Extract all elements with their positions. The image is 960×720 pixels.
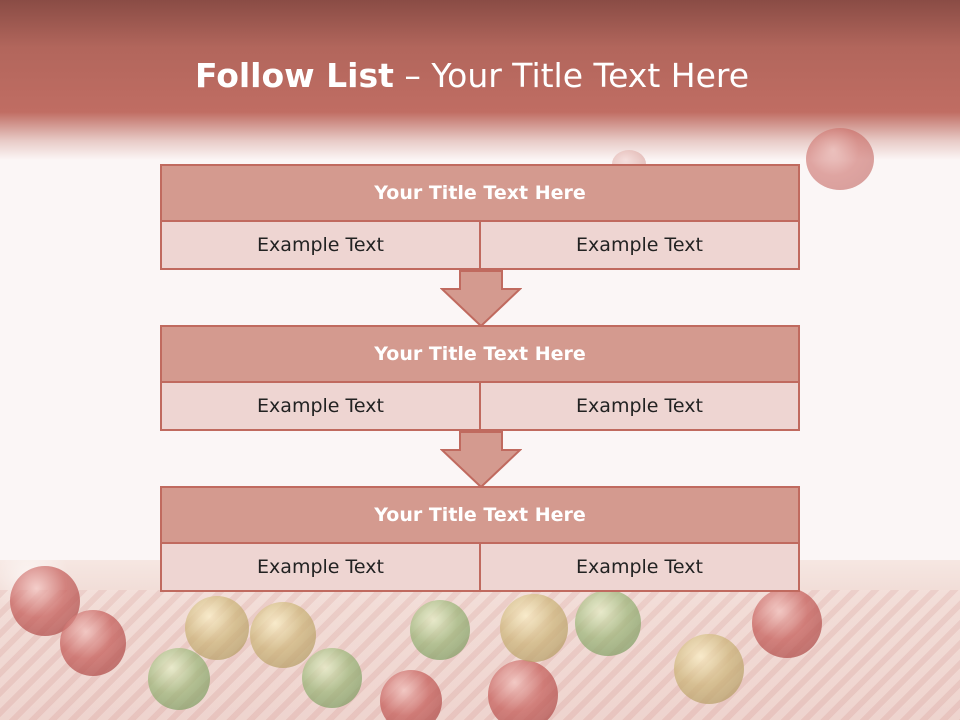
flow-step-2[interactable]: Your Title Text Here Example Text Exampl… <box>160 325 800 431</box>
slide-title-bold: Follow List <box>194 56 394 95</box>
gold-bauble-decoration <box>185 596 249 660</box>
down-arrow-icon[interactable] <box>440 270 522 328</box>
slide-title[interactable]: Follow List – Your Title Text Here <box>0 52 944 100</box>
step-right-text[interactable]: Example Text <box>481 383 798 429</box>
step-row: Example Text Example Text <box>162 383 798 429</box>
gold-bauble-decoration <box>250 602 316 668</box>
red-bauble-decoration <box>380 670 442 720</box>
step-right-text[interactable]: Example Text <box>481 544 798 590</box>
down-arrow-icon[interactable] <box>440 431 522 489</box>
green-bauble-decoration <box>302 648 362 708</box>
green-bauble-decoration <box>410 600 470 660</box>
red-bauble-decoration <box>752 588 822 658</box>
slide-title-rest: – Your Title Text Here <box>393 56 750 95</box>
step-title[interactable]: Your Title Text Here <box>162 166 798 222</box>
header-banner <box>0 0 960 160</box>
flow-step-1[interactable]: Your Title Text Here Example Text Exampl… <box>160 164 800 270</box>
red-bauble-decoration <box>488 660 558 720</box>
red-bauble-decoration <box>806 128 874 190</box>
step-right-text[interactable]: Example Text <box>481 222 798 268</box>
step-left-text[interactable]: Example Text <box>162 222 481 268</box>
step-row: Example Text Example Text <box>162 544 798 590</box>
red-bauble-decoration <box>60 610 126 676</box>
green-bauble-decoration <box>575 590 641 656</box>
gold-bauble-decoration <box>500 594 568 662</box>
step-title[interactable]: Your Title Text Here <box>162 488 798 544</box>
flow-step-3[interactable]: Your Title Text Here Example Text Exampl… <box>160 486 800 592</box>
step-left-text[interactable]: Example Text <box>162 544 481 590</box>
step-row: Example Text Example Text <box>162 222 798 268</box>
green-bauble-decoration <box>148 648 210 710</box>
step-left-text[interactable]: Example Text <box>162 383 481 429</box>
step-title[interactable]: Your Title Text Here <box>162 327 798 383</box>
gold-bauble-decoration <box>674 634 744 704</box>
